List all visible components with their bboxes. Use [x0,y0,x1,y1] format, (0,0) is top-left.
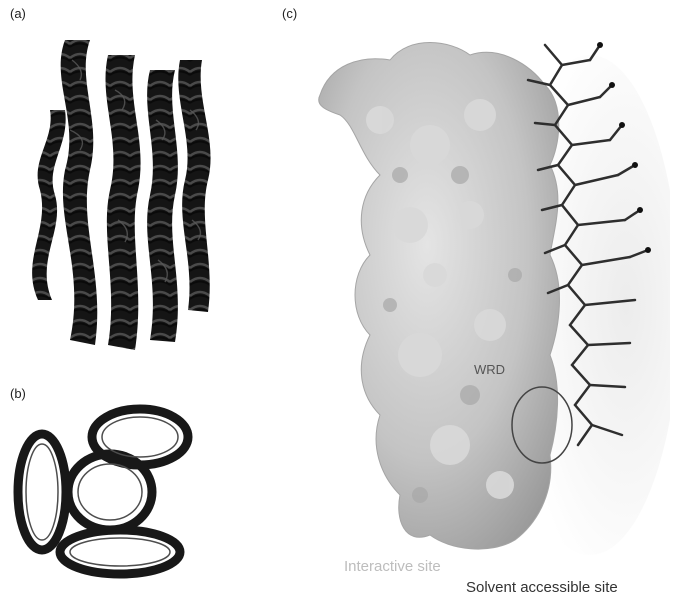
protein-surface-view [300,25,670,565]
bottom-helix-ring [60,530,180,574]
helix-3 [105,55,140,350]
molecular-surface [319,43,560,550]
panel-a-label: (a) [10,6,26,21]
left-helix-ring [18,434,66,550]
panel-c-label: (c) [282,6,297,21]
helix-bundle-top-view [10,392,215,587]
interactive-site-label: Interactive site [344,558,441,575]
bundle-pore [96,480,124,504]
helix-2 [61,40,98,345]
solvent-accessible-site-label: Solvent accessible site [466,579,618,596]
wrd-label: WRD [474,362,505,377]
helix-4 [147,70,178,342]
helix-5 [178,60,210,312]
helix-bundle-side-view [10,20,225,370]
helix-1 [32,110,66,300]
